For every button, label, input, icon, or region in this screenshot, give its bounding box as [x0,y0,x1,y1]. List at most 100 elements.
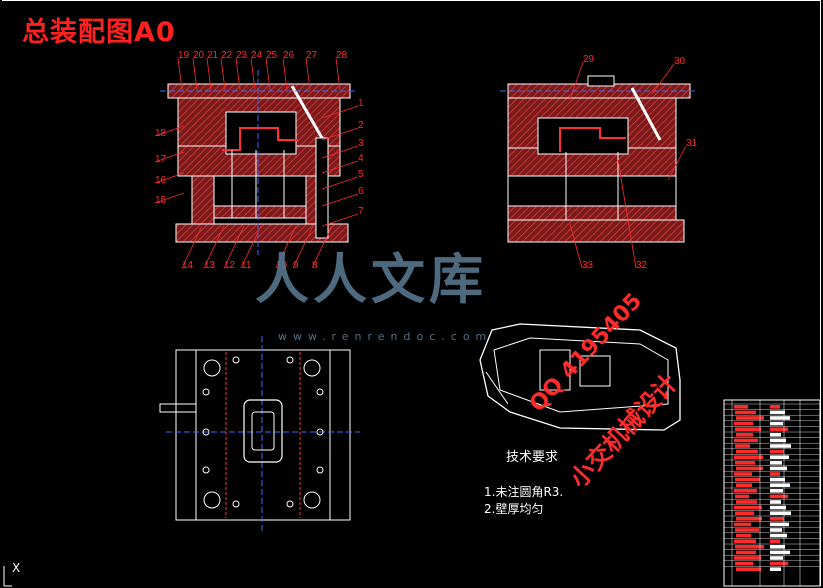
bolt-hole [316,466,324,474]
part-outline [479,323,681,431]
leader-line [569,223,583,269]
bom-cell-text [735,461,755,465]
part-number-label: 14 [182,260,194,271]
leader-line [321,176,359,190]
bom-cell-text [734,472,752,476]
bom-cell-text [734,522,751,527]
bom-cell-text [770,567,781,571]
part-number-label: 29 [583,54,595,65]
guide-pillar [315,137,329,239]
part-profile [559,127,626,152]
bom-cell-text [735,444,750,448]
water-connector [159,403,197,413]
drawing-title: 总装配图A0 [22,17,176,48]
leader-line [335,57,341,91]
part-number-label: 21 [207,50,219,61]
bom-cell-text [734,438,758,443]
bom-cell-text [736,466,763,471]
bom-cell-text [734,505,762,510]
leader-line [651,63,675,95]
part-profile [222,127,298,151]
bolt-hole [286,500,294,508]
part-number-label: 24 [251,50,263,61]
bom-cell-text [770,517,784,521]
part-number-label: 15 [155,195,167,206]
leader-line [240,225,262,269]
leader-line [617,159,637,269]
leader-line [206,57,212,91]
leader-line [181,225,203,269]
bolt-hole [316,388,324,396]
ucs-icon [3,566,12,587]
bom-cell-text [770,421,783,426]
bolt-hole [232,500,240,508]
leader-line [203,225,225,269]
ejector-plate [213,205,307,219]
cavity-insert [243,399,283,463]
leader-line [321,145,359,159]
bom-cell-text [770,561,788,566]
bom-cell-text [770,522,789,527]
leader-line [177,57,183,91]
title-block[interactable] [723,399,821,587]
bom-cell-text [735,545,764,549]
leader-line [154,125,185,137]
bottom-clamp-plate [175,223,349,243]
bom-cell-text [735,477,760,482]
leader-line [321,105,359,119]
part-number-label: 20 [193,50,205,61]
angle-pin [630,87,662,141]
plan-view[interactable] [159,336,360,532]
part-number-label: 7 [358,206,364,217]
bom-cell-text [735,410,756,415]
bom-cell-text [770,410,785,415]
leader-line [154,192,185,204]
leader-line [223,225,245,269]
bolt-hole [202,388,210,396]
bottom-clamp-plate [507,219,685,243]
part-number-label: 16 [155,175,167,186]
angle-pin [290,85,324,139]
bolt-hole [202,428,210,436]
bom-cell-text [770,477,785,482]
mold-plate-outline [175,349,351,521]
front-section-view[interactable] [160,70,356,255]
side-section-view[interactable] [500,75,696,243]
tech-requirements-title: 技术要求 [506,450,559,465]
part-number-label: 19 [178,50,190,61]
bolt-hole [202,466,210,474]
part-number-label: 12 [224,260,236,271]
part-number-label: 4 [358,153,364,164]
leader-line [321,160,359,174]
bom-cell-text [770,455,789,459]
bom-cell-text [770,556,783,560]
leader-line [192,57,198,91]
watermark-brand: 人人文库 [255,248,487,311]
bom-cell-text [770,461,782,465]
part-number-label: 22 [221,50,233,61]
bom-cell-text [770,539,780,543]
bolt-hole [286,356,294,364]
leader-line [265,57,271,91]
bolt-hole [232,356,240,364]
part-number-label: 27 [306,50,318,61]
bom-cell-text [735,561,753,566]
bom-cell-text [770,533,787,538]
core-insert [537,117,629,155]
bom-cell-text [736,500,757,504]
leader-line [292,225,314,269]
bom-cell-text [736,533,751,538]
part-number-label: 11 [241,260,252,271]
bom-cell-text [735,511,754,515]
leader-line [235,57,241,91]
bom-cell-text [736,416,764,420]
part-isometric-view[interactable] [479,323,681,431]
bom-cell-text [734,405,748,409]
ucs-axis-label: X [12,561,21,575]
cavity-area [225,111,297,155]
leader-line [667,145,687,181]
spacer-block-left [191,175,215,225]
bom-cell-text [770,416,790,420]
part-number-label: 10 [276,260,288,271]
